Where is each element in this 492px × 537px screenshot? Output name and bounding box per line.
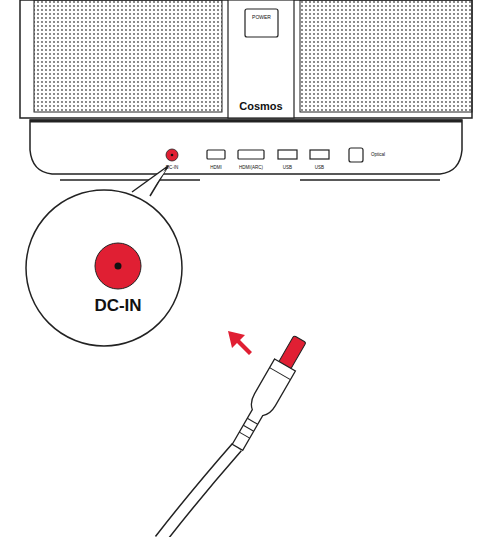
callout-label: DC-IN	[94, 297, 141, 314]
foot	[300, 179, 440, 181]
cable-outline	[160, 447, 237, 537]
optical-port	[349, 148, 363, 162]
port-label: HDMI(ARC)	[239, 166, 263, 171]
cable	[160, 447, 237, 537]
callout-tail	[132, 166, 168, 196]
dc-in-pin	[171, 154, 174, 157]
insert-arrow	[228, 331, 252, 355]
port-label: USB	[283, 166, 292, 171]
port-label: DC-IN	[166, 166, 179, 171]
port-band	[30, 120, 462, 174]
callout-join	[134, 170, 166, 196]
speaker-grille	[34, 0, 222, 112]
center-panel	[228, 0, 294, 118]
dc-plug	[227, 333, 310, 453]
foot	[60, 179, 200, 181]
hdmi-arc-port	[238, 150, 264, 159]
usb-port	[278, 150, 297, 159]
hdmi-port	[207, 150, 225, 159]
port-label: USB	[315, 166, 324, 171]
speaker-grille	[300, 0, 472, 112]
button-label: POWER	[252, 15, 271, 20]
dc-in-port-zoom	[95, 243, 141, 289]
body-seam	[30, 120, 462, 123]
callout-circle	[26, 190, 182, 346]
brand-name: Cosmos	[239, 101, 282, 112]
port-label: Optical	[371, 153, 385, 158]
usb-port	[310, 150, 329, 159]
port-label: HDMI	[210, 166, 222, 171]
dc-in-pin-zoom	[115, 263, 122, 270]
projector-body	[20, 0, 472, 118]
dc-in-port	[166, 149, 178, 161]
power-button	[245, 9, 278, 37]
